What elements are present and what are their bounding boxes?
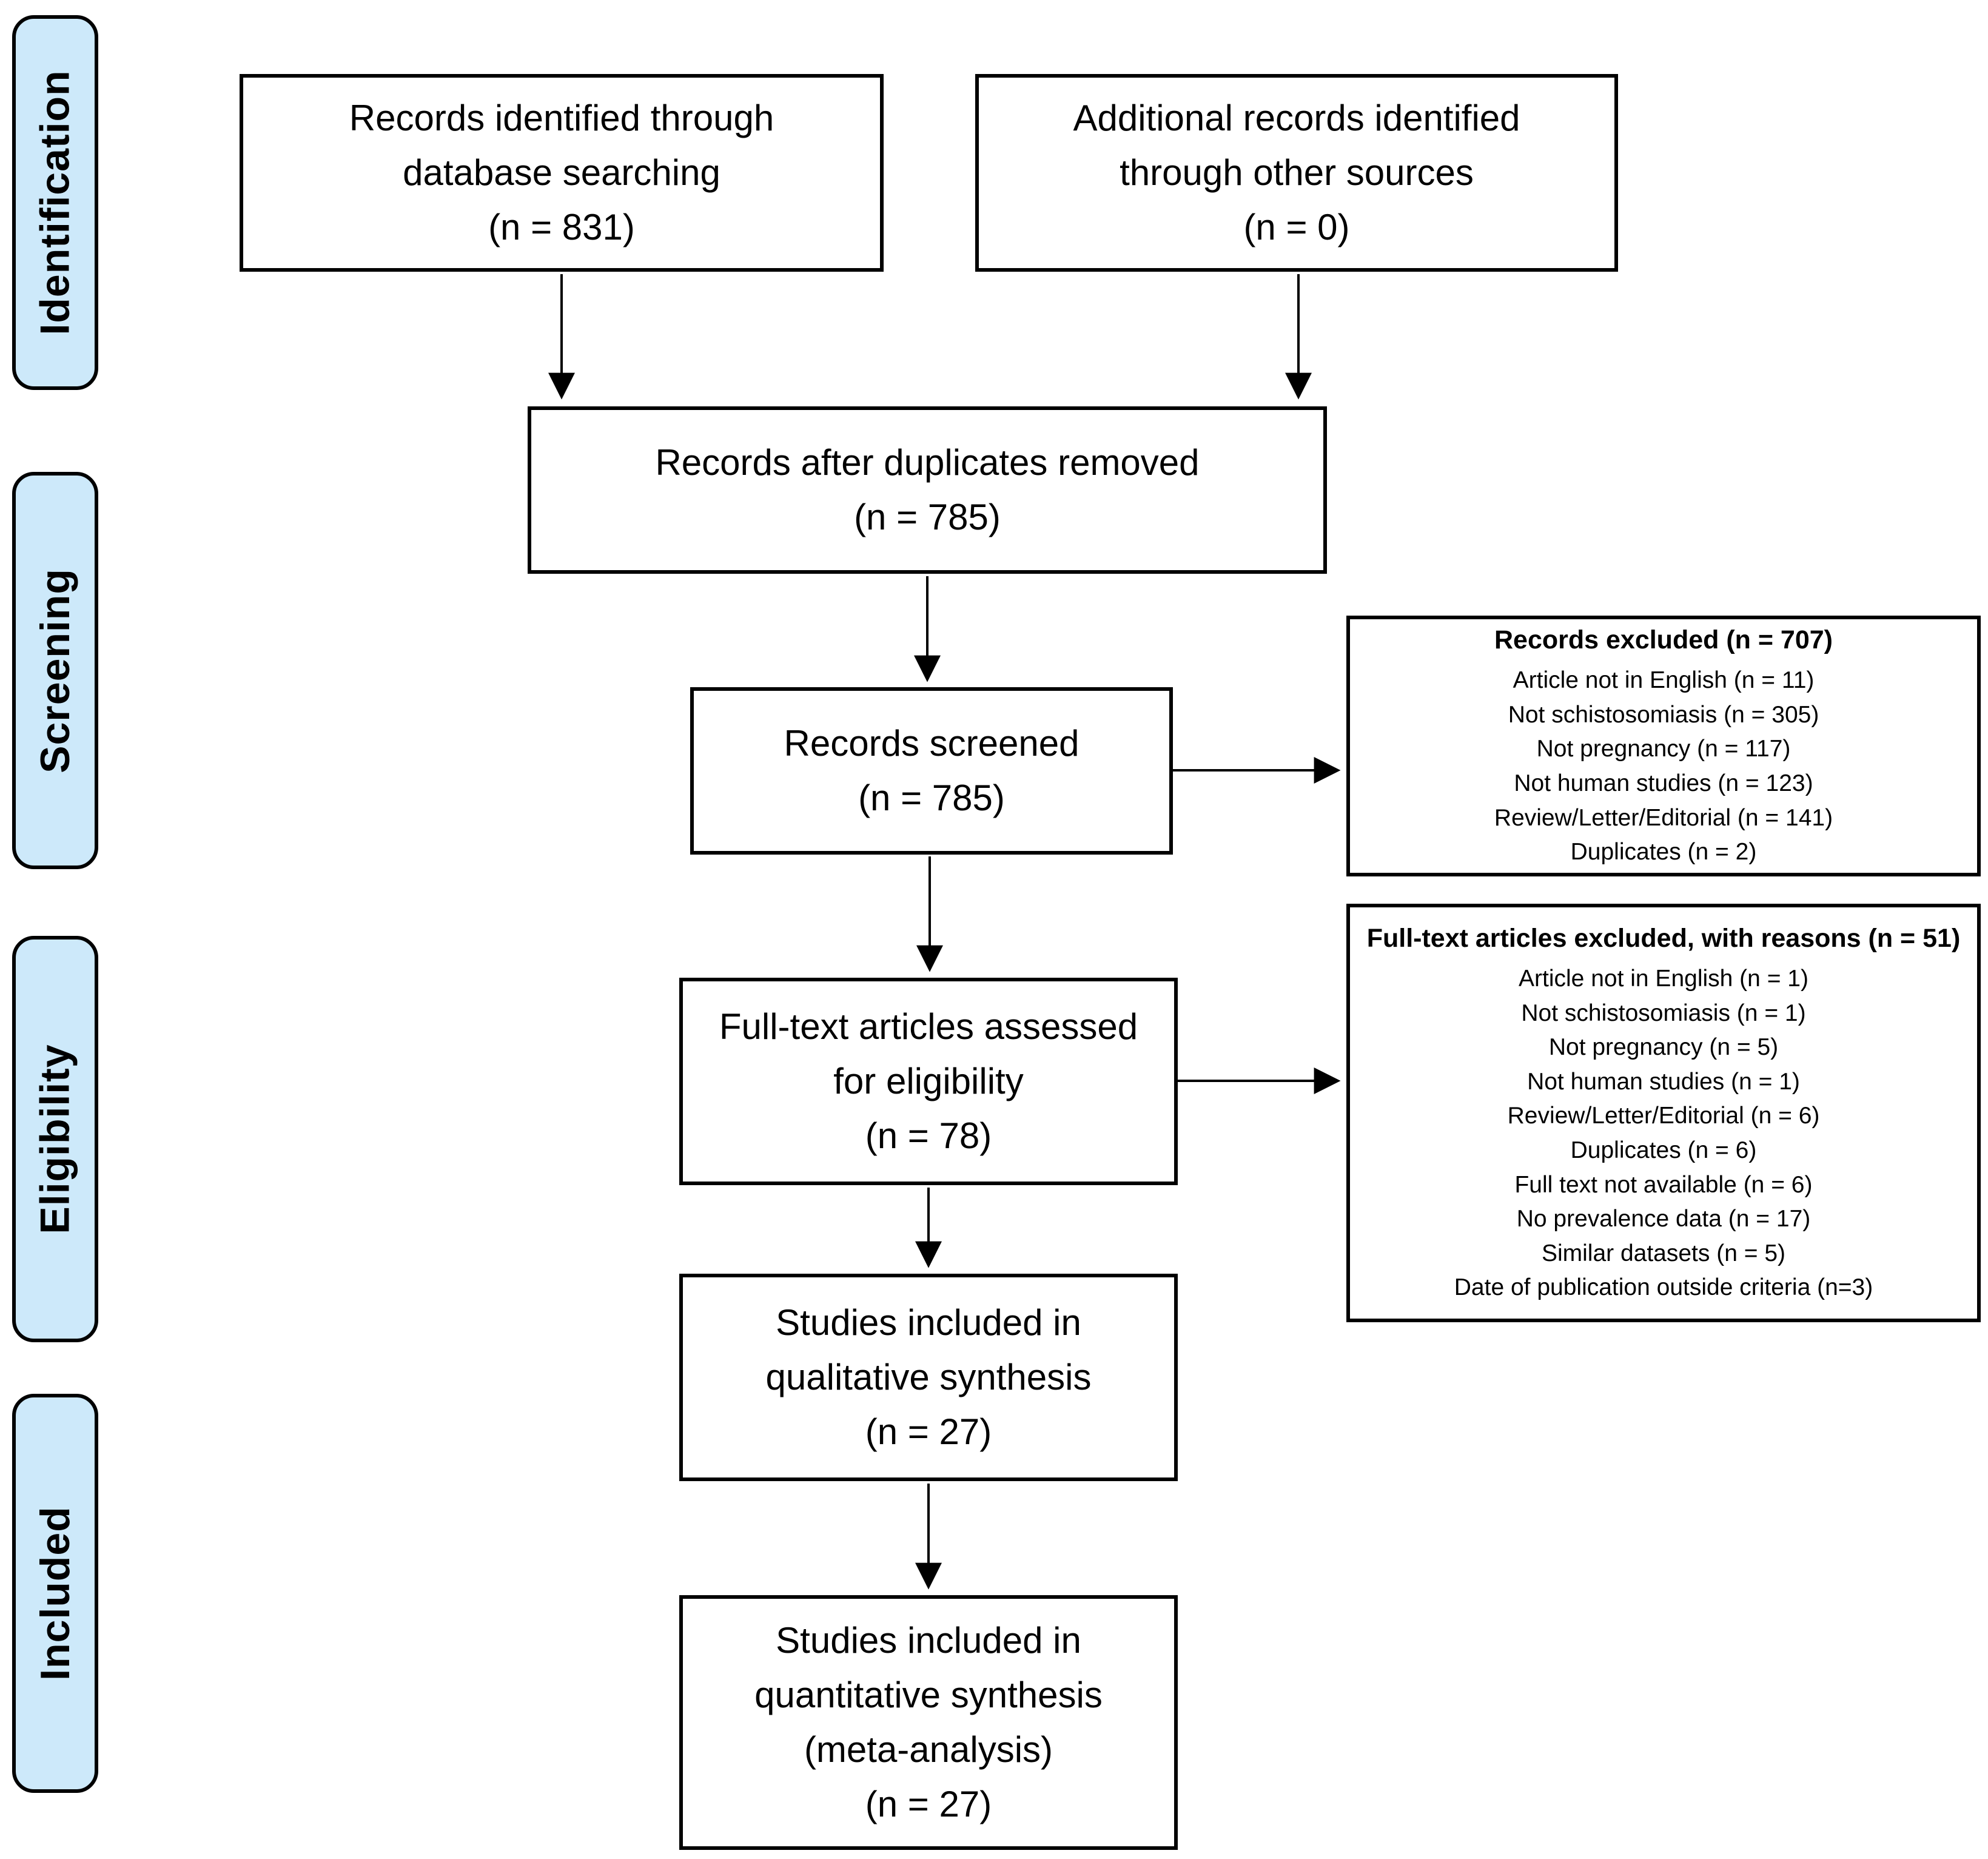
stage-screening-label: Screening: [32, 568, 78, 773]
box-records-identified: Records identified through database sear…: [240, 74, 884, 272]
stage-included-label: Included: [32, 1506, 79, 1681]
box-fulltext-assessed: Full-text articles assessed for eligibil…: [679, 978, 1178, 1185]
exclusion-item: Full text not available (n = 6): [1514, 1171, 1813, 1198]
box-qualitative-synthesis: Studies included in qualitative synthesi…: [679, 1274, 1178, 1481]
exclusion-item: No prevalence data (n = 17): [1516, 1206, 1811, 1232]
fulltext-excluded-title: Full-text articles excluded, with reason…: [1366, 924, 1961, 953]
exclusion-item: Similar datasets (n = 5): [1541, 1240, 1786, 1266]
exclusion-item: Not schistosomiasis (n = 1): [1521, 1000, 1806, 1026]
stage-screening: Screening: [12, 472, 98, 869]
stage-eligibility-label: Eligibility: [32, 1044, 78, 1234]
box-additional-records: Additional records identified through ot…: [975, 74, 1618, 272]
exclusion-item: Not human studies (n = 1): [1527, 1068, 1800, 1095]
exclusion-item: Not pregnancy (n = 117): [1536, 736, 1791, 762]
stage-included: Included: [12, 1394, 98, 1793]
exclusion-item: Duplicates (n = 6): [1570, 1137, 1757, 1164]
stage-identification-label: Identification: [32, 70, 79, 335]
stage-eligibility: Eligibility: [12, 936, 98, 1342]
box-records-excluded: Records excluded (n = 707) Article not i…: [1346, 616, 1981, 876]
exclusion-item: Date of publication outside criteria (n=…: [1454, 1274, 1873, 1301]
exclusion-item: Not human studies (n = 123): [1514, 770, 1813, 797]
box-quantitative-synthesis: Studies included in quantitative synthes…: [679, 1595, 1178, 1850]
records-excluded-title: Records excluded (n = 707): [1494, 625, 1833, 655]
box-duplicates-removed: Records after duplicates removed (n = 78…: [528, 406, 1327, 574]
exclusion-item: Review/Letter/Editorial (n = 6): [1507, 1103, 1820, 1129]
exclusion-item: Not pregnancy (n = 5): [1548, 1034, 1779, 1061]
stage-identification: Identification: [12, 15, 98, 390]
exclusion-item: Article not in English (n = 1): [1519, 966, 1808, 992]
exclusion-item: Duplicates (n = 2): [1570, 839, 1757, 866]
box-fulltext-excluded: Full-text articles excluded, with reason…: [1346, 904, 1981, 1322]
exclusion-item: Review/Letter/Editorial (n = 141): [1494, 804, 1833, 831]
box-records-screened: Records screened (n = 785): [690, 687, 1173, 855]
exclusion-item: Article not in English (n = 11): [1513, 667, 1815, 694]
exclusion-item: Not schistosomiasis (n = 305): [1508, 701, 1819, 728]
